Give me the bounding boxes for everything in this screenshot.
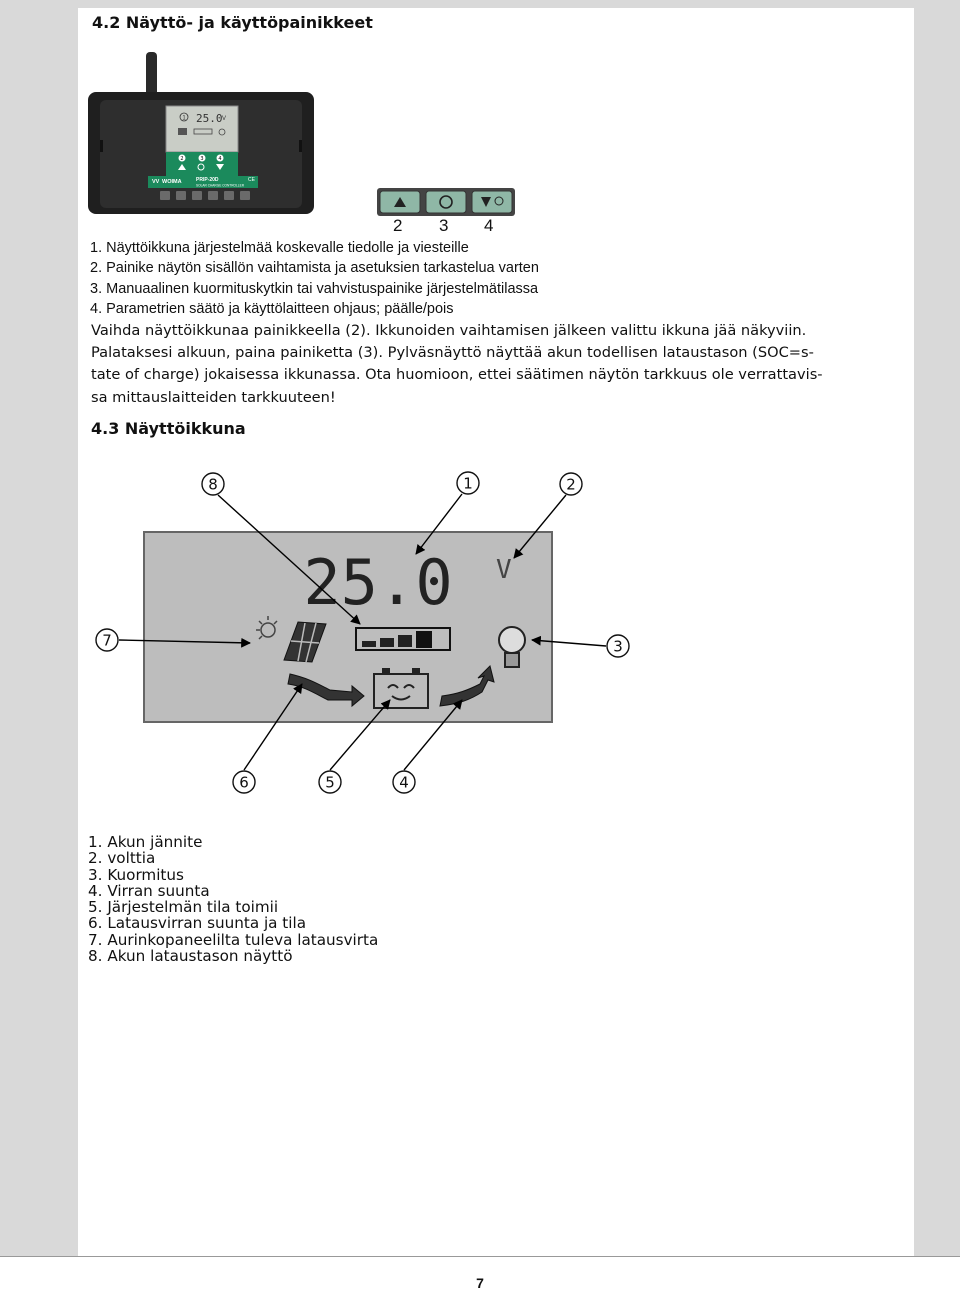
list-item: 6. Latausvirran suunta ja tila (88, 914, 307, 933)
button-number-4: 4 (484, 216, 494, 235)
svg-text:2: 2 (180, 156, 183, 162)
callout-2: 2 (566, 476, 576, 494)
sun-icon (256, 616, 278, 640)
svg-text:VV: VV (152, 179, 160, 185)
device-model: PRIP-20D (196, 177, 219, 183)
controls-list: 1. Näyttöikkuna järjestelmää koskevalle … (90, 238, 539, 319)
svg-text:4: 4 (218, 156, 221, 162)
device-brand: WOIMA (162, 179, 182, 185)
callout-8: 8 (208, 476, 218, 494)
list-item: 2. volttia (88, 849, 156, 868)
callout-4: 4 (399, 774, 409, 792)
button-panel-closeup (377, 188, 515, 216)
callout-5: 5 (325, 774, 335, 792)
lcd-screen (143, 531, 553, 723)
callout-7: 7 (102, 632, 112, 650)
list-item: 2. Painike näytön sisällön vaihtamista j… (90, 260, 539, 277)
paragraph-line: Vaihda näyttöikkunaa painikkeella (2). I… (91, 322, 807, 339)
device-lcd-unit: V (222, 116, 226, 122)
list-item: 3. Manuaalinen kuormituskytkin tai vahvi… (90, 280, 539, 297)
up-arrow-icon (394, 197, 406, 207)
voltage-unit: V (496, 555, 512, 585)
solar-panel-icon (283, 621, 327, 663)
button-number-2: 2 (393, 216, 403, 235)
device-terminals (160, 191, 250, 200)
section-title-4-2: 4.2 Näyttö- ja käyttöpainikkeet (92, 13, 373, 32)
lightbulb-load-icon (498, 626, 526, 668)
display-window-diagram: 25.0 V 8 1 (95, 471, 630, 794)
list-item: 1. Akun jännite (88, 833, 203, 851)
battery-status-icon (373, 668, 429, 709)
voltage-value: 25.0 (303, 546, 452, 619)
list-item: 3. Kuormitus (88, 865, 184, 884)
svg-text:1: 1 (182, 116, 186, 122)
list-item: 1. Näyttöikkuna järjestelmää koskevalle … (90, 240, 469, 256)
ce-mark: CE (248, 177, 256, 183)
callout-leader-lines (118, 493, 607, 771)
list-item: 5. Järjestelmän tila toimii (88, 898, 279, 917)
instructions-paragraph: Vaihda näyttöikkunaa painikkeella (2). I… (91, 320, 906, 409)
callout-6: 6 (239, 774, 249, 792)
paragraph-line: Palataksesi alkuun, paina painiketta (3)… (91, 344, 814, 362)
battery-level-bargraph (355, 627, 451, 651)
display-legend-list: 1. Akun jännite 2. volttia 3. Kuormitus … (88, 833, 379, 966)
circle-button-icon (439, 195, 453, 209)
temperature-sensor-cable (146, 52, 157, 100)
lightbulb-icon (494, 196, 504, 206)
list-item: 7. Aurinkopaneelilta tuleva latausvirta (88, 930, 379, 949)
callout-3: 3 (613, 638, 623, 656)
callout-1: 1 (463, 475, 473, 493)
paragraph-line: tate of charge) jokaisessa ikkunassa. Ot… (91, 366, 823, 384)
list-item: 8. Akun lataustason näyttö (88, 947, 293, 966)
device-lcd-value: 25.0 (196, 112, 223, 125)
button-number-3: 3 (439, 216, 449, 235)
list-item: 4. Parametrien säätö ja käyttölaitteen o… (90, 300, 454, 317)
section-title-4-3: 4.3 Näyttöikkuna (91, 419, 246, 438)
svg-text:3: 3 (200, 156, 203, 162)
device-subtitle: SOLAR CHARGE CONTROLLER (196, 184, 245, 188)
page-footer (0, 1256, 960, 1292)
paragraph-line: sa mittauslaitteiden tarkkuuteen! (91, 388, 336, 406)
charge-controller-photo: 1 25.0 V 2 3 4 VV WOIMA PRIP-20D SOLAR C… (88, 52, 314, 214)
down-arrow-icon (481, 197, 491, 207)
page-number: 7 (476, 1275, 484, 1291)
list-item: 4. Virran suunta (88, 881, 210, 900)
